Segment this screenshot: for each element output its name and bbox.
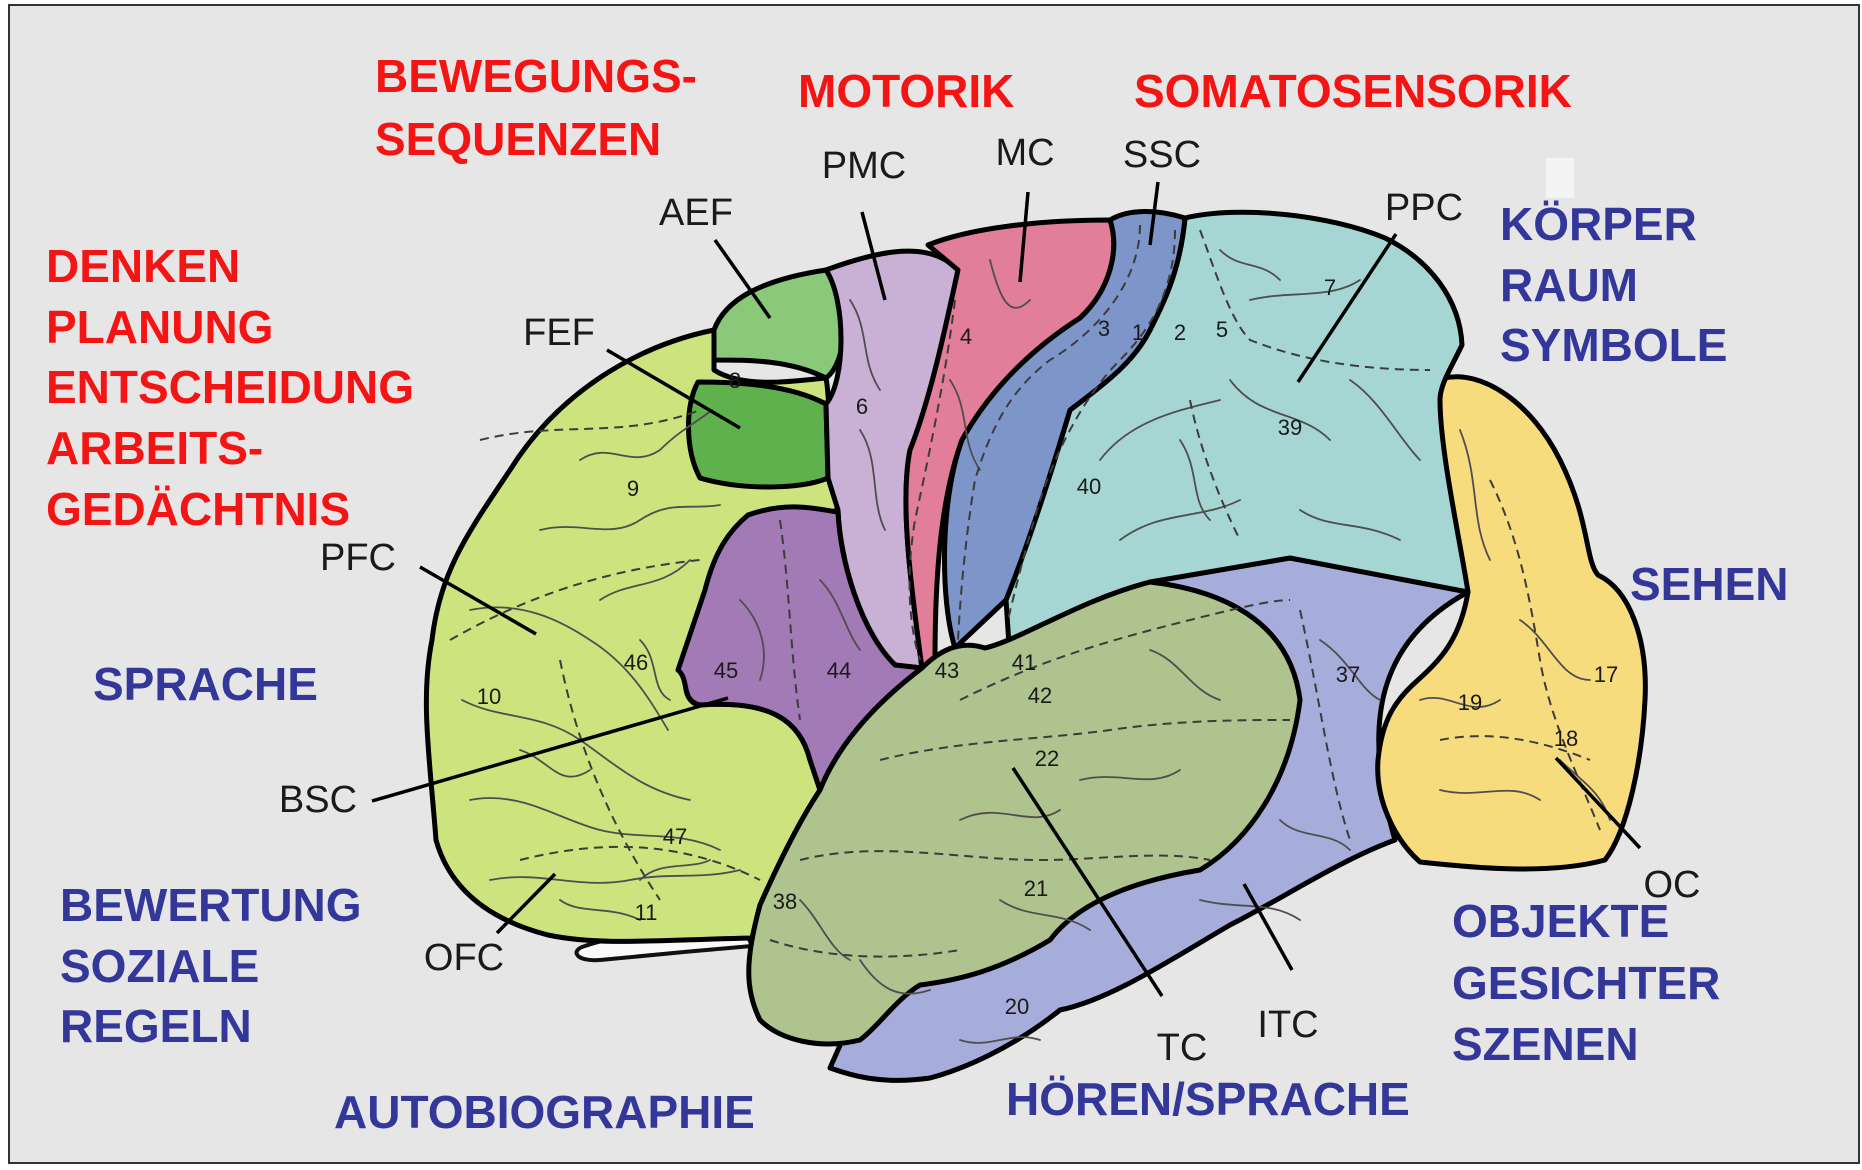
area-number-38: 38 bbox=[773, 889, 797, 914]
function-sprache: SPRACHE bbox=[93, 658, 318, 710]
area-number-46: 46 bbox=[624, 650, 648, 675]
area-number-37: 37 bbox=[1336, 662, 1360, 687]
area-number-1: 1 bbox=[1132, 320, 1144, 345]
function-objekte-line2: GESICHTER bbox=[1452, 957, 1720, 1009]
area-number-10: 10 bbox=[477, 684, 501, 709]
area-number-20: 20 bbox=[1005, 994, 1029, 1019]
label-ssc: SSC bbox=[1123, 134, 1201, 176]
label-itc: ITC bbox=[1257, 1004, 1318, 1046]
function-denken-line2: PLANUNG bbox=[46, 301, 273, 353]
area-number-39: 39 bbox=[1278, 415, 1302, 440]
background-patch bbox=[1546, 158, 1574, 198]
function-denken-line4: ARBEITS- bbox=[46, 422, 263, 474]
area-number-44: 44 bbox=[827, 658, 851, 683]
area-number-3: 3 bbox=[1098, 316, 1110, 341]
area-number-5: 5 bbox=[1216, 317, 1228, 342]
function-motorik: MOTORIK bbox=[798, 65, 1014, 117]
function-objekte-line3: SZENEN bbox=[1452, 1018, 1639, 1070]
area-number-22: 22 bbox=[1035, 746, 1059, 771]
area-number-7: 7 bbox=[1324, 275, 1336, 300]
function-bewertung-line2: SOZIALE bbox=[60, 940, 259, 992]
area-number-19: 19 bbox=[1458, 690, 1482, 715]
area-number-8: 8 bbox=[729, 368, 741, 393]
function-koerper-line3: SYMBOLE bbox=[1500, 319, 1727, 371]
function-denken-line5: GEDÄCHTNIS bbox=[46, 483, 350, 535]
function-objekte-line1: OBJEKTE bbox=[1452, 895, 1669, 947]
label-pfc: PFC bbox=[320, 537, 396, 579]
function-denken-line3: ENTSCHEIDUNG bbox=[46, 361, 414, 413]
area-number-18: 18 bbox=[1554, 726, 1578, 751]
function-somatosensorik: SOMATOSENSORIK bbox=[1134, 65, 1572, 117]
area-number-2: 2 bbox=[1174, 320, 1186, 345]
area-number-6: 6 bbox=[856, 394, 868, 419]
function-bewegungssequenzen-line2: SEQUENZEN bbox=[375, 113, 661, 165]
function-denken-line1: DENKEN bbox=[46, 240, 240, 292]
area-number-41: 41 bbox=[1012, 650, 1036, 675]
area-number-21: 21 bbox=[1024, 876, 1048, 901]
area-number-43: 43 bbox=[935, 658, 959, 683]
area-number-11: 11 bbox=[635, 900, 658, 925]
label-bsc: BSC bbox=[279, 779, 357, 821]
label-ofc: OFC bbox=[424, 937, 504, 979]
area-number-4: 4 bbox=[960, 324, 972, 349]
area-number-45: 45 bbox=[714, 658, 738, 683]
area-number-9: 9 bbox=[627, 476, 639, 501]
label-fef: FEF bbox=[523, 312, 595, 354]
region-fef bbox=[688, 382, 828, 487]
label-ppc: PPC bbox=[1385, 187, 1463, 229]
function-autobiographie: AUTOBIOGRAPHIE bbox=[334, 1086, 755, 1138]
label-tc: TC bbox=[1157, 1027, 1208, 1069]
function-hoeren-sprache: HÖREN/SPRACHE bbox=[1006, 1073, 1410, 1125]
label-aef: AEF bbox=[659, 192, 733, 234]
label-pmc: PMC bbox=[822, 145, 906, 187]
label-mc: MC bbox=[995, 132, 1054, 174]
function-bewertung-line3: REGELN bbox=[60, 1000, 252, 1052]
area-number-40: 40 bbox=[1077, 474, 1101, 499]
area-number-42: 42 bbox=[1028, 683, 1052, 708]
function-sehen: SEHEN bbox=[1630, 558, 1788, 610]
function-bewegungssequenzen-line1: BEWEGUNGS- bbox=[375, 50, 697, 102]
function-bewertung-line1: BEWERTUNG bbox=[60, 879, 362, 931]
area-number-17: 17 bbox=[1594, 662, 1618, 687]
function-koerper-line2: RAUM bbox=[1500, 259, 1638, 311]
function-koerper-line1: KÖRPER bbox=[1500, 198, 1697, 250]
area-number-47: 47 bbox=[663, 824, 687, 849]
